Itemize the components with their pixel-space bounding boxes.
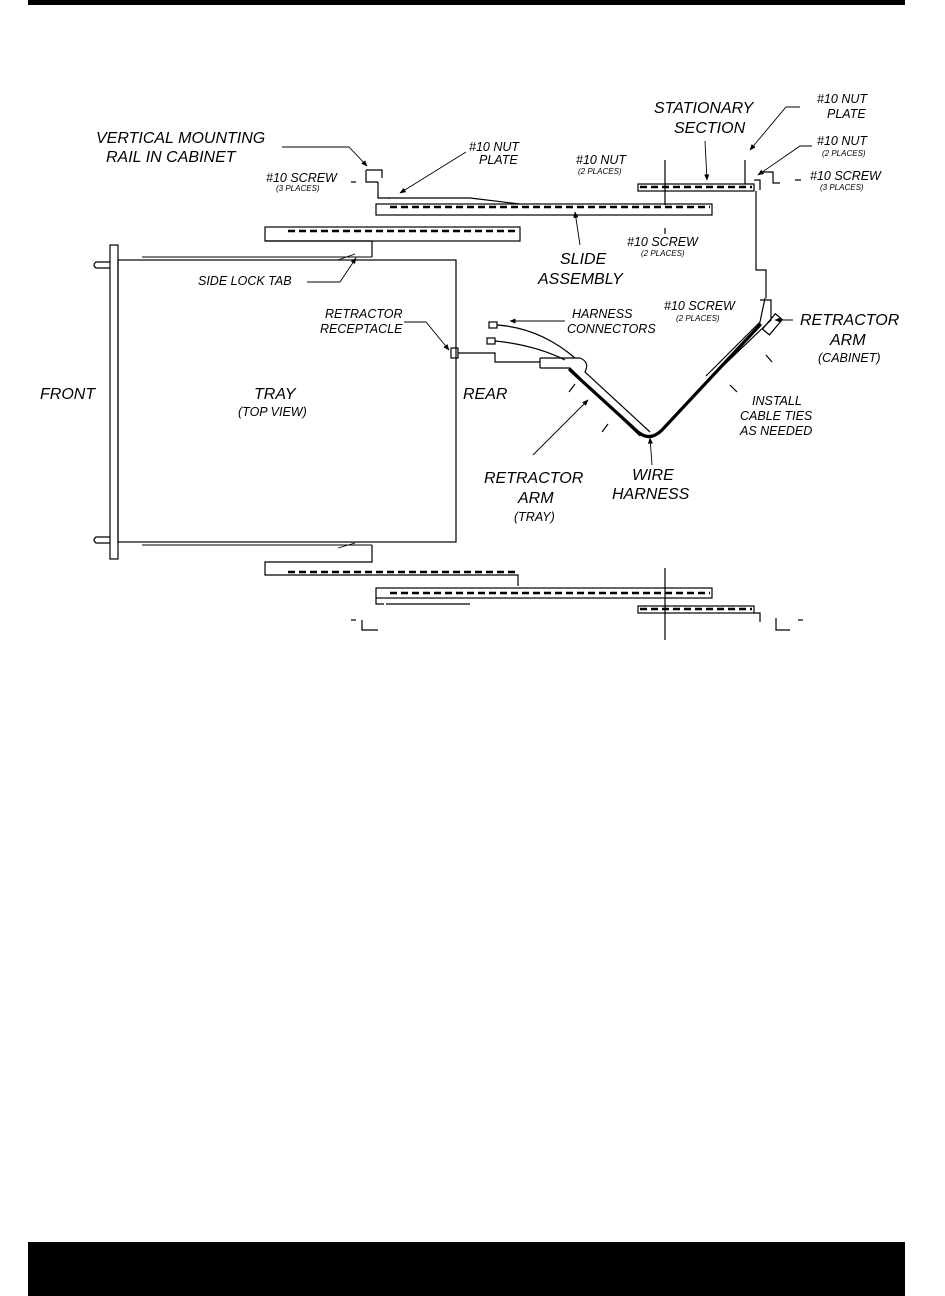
label-install-3: AS NEEDED — [739, 424, 812, 438]
label-wire-1: WIRE — [632, 467, 674, 484]
label-retractor-arm-cab-3: (CABINET) — [818, 351, 881, 365]
label-tray: TRAY — [254, 386, 297, 403]
label-tray-sub: (TOP VIEW) — [238, 405, 307, 419]
label-rear: REAR — [463, 386, 508, 403]
harness-connector-2 — [486, 337, 496, 345]
retractor-arm-cabinet — [699, 299, 772, 389]
label-screw-cab-places: (2 PLACES) — [676, 314, 720, 323]
tray — [93, 244, 459, 560]
label-nut-plate-left-2: PLATE — [479, 153, 518, 167]
tray-body — [117, 259, 457, 543]
bottom-slide-assembly — [264, 545, 803, 640]
top-rule — [28, 0, 905, 5]
bottom-bar — [28, 1242, 905, 1296]
label-screw-left: #10 SCREW — [266, 171, 338, 185]
label-install-2: CABLE TIES — [740, 409, 813, 423]
label-retractor-arm-tray-1: RETRACTOR — [484, 470, 584, 487]
harness-connector-1 — [488, 321, 498, 329]
tray-handle-bottom — [93, 536, 110, 544]
wire-harness — [568, 323, 762, 439]
retractor-and-harness — [458, 297, 784, 439]
label-vertical-mounting-1: VERTICAL MOUNTING — [96, 130, 265, 147]
label-retractor-arm-cab-1: RETRACTOR — [800, 312, 900, 329]
label-screw-mid: #10 SCREW — [627, 235, 699, 249]
side-lock-tab-top — [337, 253, 356, 261]
label-wire-2: HARNESS — [612, 486, 690, 503]
label-screw-mid-places: (2 PLACES) — [641, 249, 685, 258]
label-harness-connectors-2: CONNECTORS — [567, 322, 656, 336]
label-front: FRONT — [40, 386, 96, 403]
label-nut-plate-right-2: PLATE — [827, 107, 866, 121]
label-slide-1: SLIDE — [560, 251, 607, 268]
label-stationary-1: STATIONARY — [654, 100, 755, 117]
label-retractor-arm-cab-2: ARM — [829, 332, 866, 349]
label-slide-2: ASSEMBLY — [537, 271, 624, 288]
callout-labels: VERTICAL MOUNTING RAIL IN CABINET #10 SC… — [40, 92, 900, 524]
label-screw-cab: #10 SCREW — [664, 299, 736, 313]
label-harness-connectors-1: HARNESS — [572, 307, 633, 321]
label-nut-right-places: (2 PLACES) — [822, 149, 866, 158]
label-retractor-arm-tray-2: ARM — [517, 490, 554, 507]
tray-handle-top — [93, 261, 110, 269]
label-screw-right: #10 SCREW — [810, 169, 882, 183]
label-side-lock-tab: SIDE LOCK TAB — [198, 274, 292, 288]
label-vertical-mounting-2: RAIL IN CABINET — [106, 149, 237, 166]
side-lock-tab-bottom — [337, 542, 356, 549]
right-mounting-rail — [754, 171, 780, 190]
left-mounting-rail — [365, 169, 383, 183]
label-nut-plate-left-1: #10 NUT — [469, 140, 520, 154]
retractor-arm-tray — [540, 357, 651, 433]
leader-lines — [282, 106, 812, 466]
tray-rail — [264, 226, 521, 242]
label-nut-right: #10 NUT — [817, 134, 868, 148]
label-nut-mid-places: (2 PLACES) — [578, 167, 622, 176]
label-stationary-2: SECTION — [674, 120, 746, 137]
cabinet-rail — [375, 203, 713, 216]
label-nut-plate-right-1: #10 NUT — [817, 92, 868, 106]
label-install-1: INSTALL — [752, 394, 802, 408]
label-retractor-receptacle-1: RETRACTOR — [325, 307, 403, 321]
label-nut-mid: #10 NUT — [576, 153, 627, 167]
retractor-receptacle — [450, 347, 459, 359]
tray-front-panel — [109, 244, 119, 560]
label-screw-left-places: (3 PLACES) — [276, 184, 320, 193]
stationary-section-rail — [637, 183, 755, 192]
label-retractor-arm-tray-3: (TRAY) — [514, 510, 555, 524]
label-screw-right-places: (3 PLACES) — [820, 183, 864, 192]
top-slide-assembly — [264, 160, 801, 298]
label-retractor-receptacle-2: RECEPTACLE — [320, 322, 403, 336]
